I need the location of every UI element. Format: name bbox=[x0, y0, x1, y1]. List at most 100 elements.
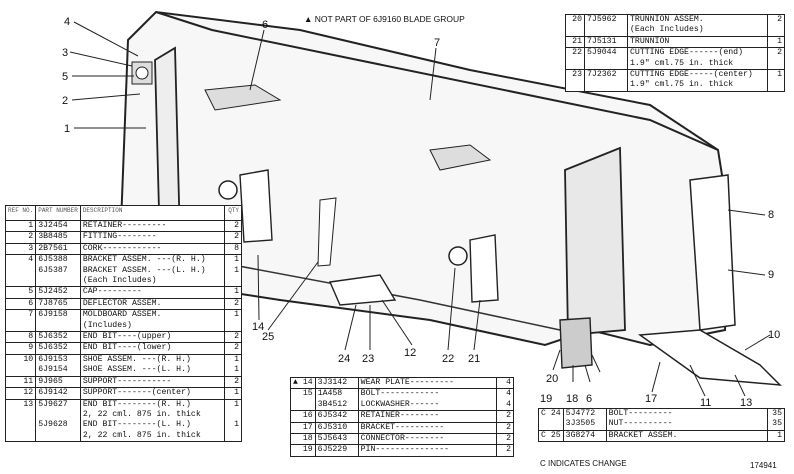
part-number-cell bbox=[584, 25, 628, 37]
callout-12: 12 bbox=[404, 347, 416, 359]
qty-cell: 2 bbox=[224, 375, 241, 388]
qty-cell bbox=[224, 409, 241, 421]
ref-no-cell bbox=[566, 25, 585, 37]
qty-cell: 1 bbox=[224, 365, 241, 377]
cap-left bbox=[135, 66, 149, 80]
callout-22: 17 bbox=[645, 393, 657, 405]
ref-no-cell: 18 bbox=[291, 433, 316, 445]
part-number-cell: 6J9154 bbox=[35, 365, 81, 377]
part-number-cell: 5J9628 bbox=[35, 420, 81, 431]
description-cell: SHOE ASSEM. ---(L. H.) bbox=[82, 365, 191, 375]
ref-no-cell bbox=[291, 399, 316, 411]
description-cell: (Includes) bbox=[82, 320, 132, 330]
ref-no-cell: 5 bbox=[6, 286, 37, 299]
end-frame-right bbox=[564, 146, 626, 336]
callout-20: 21 bbox=[468, 353, 480, 365]
qty-cell: 1 bbox=[224, 420, 241, 431]
qty-cell: 1 bbox=[224, 286, 241, 299]
qty-cell: 8 bbox=[224, 242, 241, 255]
part-number-cell: 6J9158 bbox=[35, 309, 81, 321]
qty-cell bbox=[767, 80, 784, 91]
qty-cell: 1 bbox=[224, 309, 241, 321]
qty-cell: 4 bbox=[496, 378, 513, 389]
ref-no-cell bbox=[6, 320, 37, 332]
part-number-cell: 5J6352 bbox=[35, 342, 81, 355]
qty-cell: 2 bbox=[496, 421, 513, 434]
ref-no-cell bbox=[566, 58, 585, 70]
ref-no-cell: 13 bbox=[6, 398, 37, 410]
trunnion-bracket-left bbox=[239, 169, 273, 243]
qty-cell: 2 bbox=[224, 342, 241, 355]
ref-no-cell: C 24 bbox=[539, 409, 564, 420]
ref-no-cell bbox=[6, 409, 37, 421]
part-number-cell: 1A458 bbox=[315, 388, 359, 400]
callout-14: 14 bbox=[252, 321, 264, 333]
ref-no-cell bbox=[539, 419, 564, 431]
part-number-cell: 5J4772 bbox=[563, 409, 607, 420]
description-cell: FITTING-------- bbox=[80, 231, 225, 244]
part-number-cell bbox=[35, 320, 81, 332]
ref-no-cell: 15 bbox=[291, 388, 316, 400]
part-number-cell: 5J6352 bbox=[35, 331, 81, 343]
description-cell: END BIT--------(L. H.) bbox=[82, 420, 191, 430]
qty-cell: 35 bbox=[767, 419, 784, 431]
trunnion-bracket-right bbox=[469, 234, 499, 303]
part-number-cell: 3B8485 bbox=[35, 231, 81, 244]
part-number-cell: 7J5131 bbox=[584, 35, 628, 48]
ref-no-cell: 9 bbox=[6, 342, 37, 355]
callout-19: 20 bbox=[546, 373, 558, 385]
ref-no-cell: ▲ 14 bbox=[291, 378, 316, 389]
part-number-cell: 7J5962 bbox=[584, 15, 628, 26]
ref-no-cell: 3 bbox=[6, 242, 37, 255]
description-cell: SUPPORT-------(center) bbox=[80, 387, 225, 399]
part-number-cell: 3G8274 bbox=[563, 429, 607, 442]
description-cell: BOLT------------ bbox=[358, 388, 497, 400]
part-number-cell: 6J5387 bbox=[35, 265, 81, 277]
ref-no-cell: 10 bbox=[6, 353, 37, 366]
description-cell: WEAR PLATE--------- bbox=[360, 378, 455, 387]
description-cell: (Each Includes) bbox=[82, 276, 157, 286]
ref-no-cell: 23 bbox=[566, 69, 585, 81]
callout-5: 5 bbox=[62, 71, 68, 83]
ref-no-cell bbox=[6, 265, 37, 277]
description-cell: (Each Includes) bbox=[630, 25, 704, 35]
qty-cell: 2 bbox=[496, 410, 513, 423]
part-number-cell: 5J2452 bbox=[35, 286, 81, 299]
qty-cell: 2 bbox=[224, 220, 241, 232]
part-number-cell: 6J5388 bbox=[35, 254, 81, 266]
header-ref-no: REF NO. bbox=[6, 206, 37, 221]
part-number-cell bbox=[35, 276, 81, 287]
description-cell: MOLDBOARD ASSEM. bbox=[80, 309, 225, 321]
part-number-cell: 5J5643 bbox=[315, 433, 359, 445]
header-qty: QTY bbox=[224, 206, 241, 221]
support-center bbox=[328, 274, 397, 306]
description-cell: PIN--------------- bbox=[358, 444, 497, 456]
description-cell: END BIT----(lower) bbox=[80, 342, 225, 355]
callout-17: 18 bbox=[566, 393, 578, 405]
ref-no-cell: 19 bbox=[291, 444, 316, 456]
callout-10: 10 bbox=[768, 329, 780, 341]
part-number-cell: 3J2454 bbox=[35, 220, 81, 232]
callout-25: 25 bbox=[262, 331, 274, 343]
callout-2: 2 bbox=[62, 95, 68, 107]
qty-cell bbox=[224, 430, 241, 442]
description-cell: DEFLECTOR ASSEM. bbox=[80, 297, 225, 310]
table-row: 2, 22 cml. 875 in. thick bbox=[6, 409, 241, 421]
part-number-cell bbox=[584, 58, 628, 70]
part-number-cell: 6J9142 bbox=[35, 387, 81, 399]
callout-leaders bbox=[69, 21, 771, 397]
description-cell: BRACKET ASSEM. ---(L. H.) bbox=[82, 265, 206, 275]
ref-no-cell: 17 bbox=[291, 421, 316, 434]
